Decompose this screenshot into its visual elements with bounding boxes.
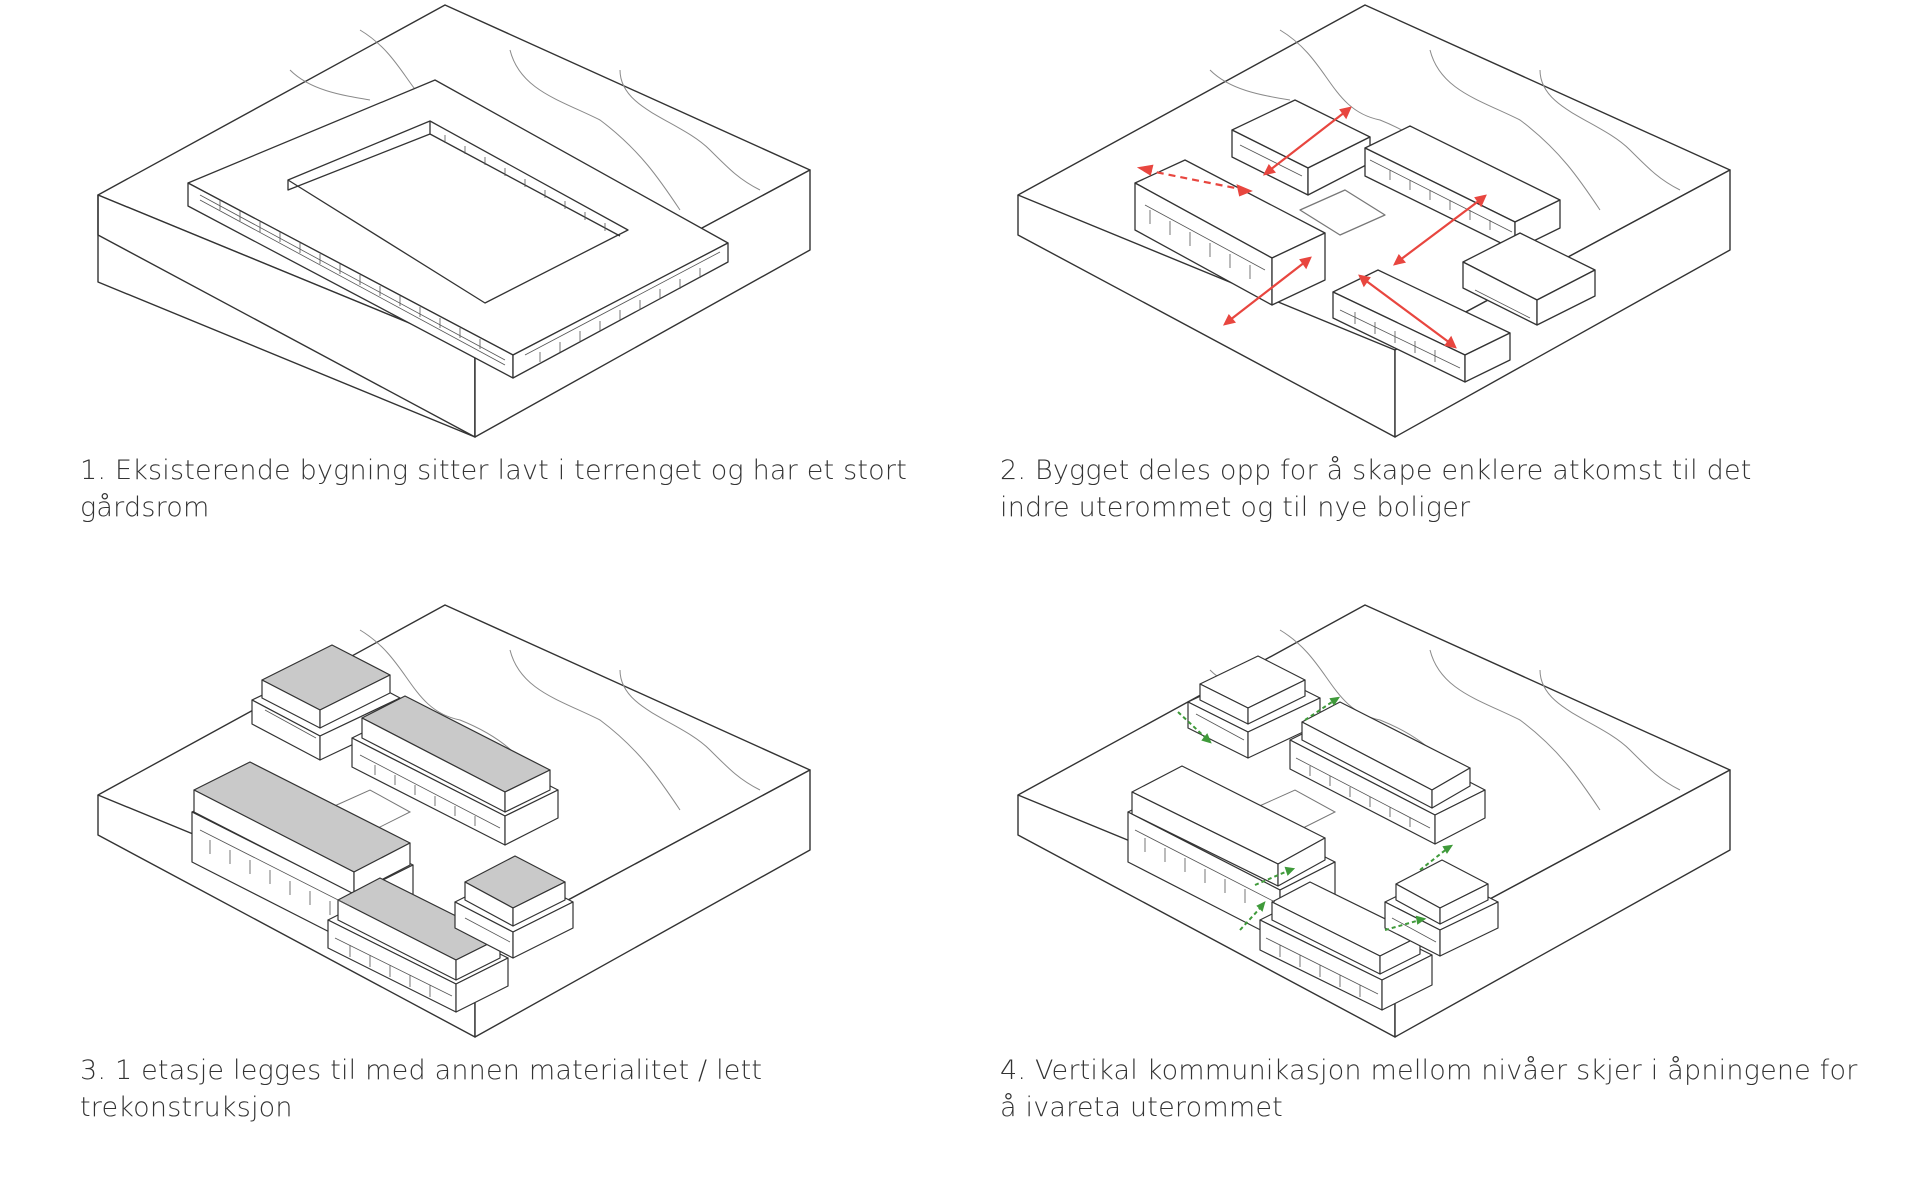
site-base — [1017, 4, 1731, 438]
diagram-existing-building — [97, 4, 811, 438]
diagram-added-storey — [97, 604, 811, 1038]
existing-courtyard-building — [187, 79, 729, 379]
block-east-long — [351, 695, 559, 846]
caption-line-2: å ivareta uterommet — [1000, 1092, 1283, 1123]
block-east-long — [1289, 701, 1486, 845]
split-building-blocks — [1134, 99, 1596, 383]
block-west — [1134, 159, 1326, 306]
facade-windows — [1134, 713, 1437, 997]
caption-line-2: indre uterommet og til nye boliger — [1000, 492, 1471, 523]
caption-line-1: 2. Bygget deles opp for å skape enklere … — [1000, 455, 1752, 486]
block-west — [1127, 765, 1336, 941]
diagram-split-building — [1017, 4, 1731, 438]
block-east-small — [454, 855, 574, 959]
block-north — [251, 644, 401, 761]
buildings-terraced — [1127, 655, 1499, 1011]
panel-3: 3. 1 etasje legges til med annen materia… — [80, 600, 980, 1190]
block-south — [1332, 269, 1511, 383]
panel-1: 1. Eksisterende bygning sitter lavt i te… — [80, 0, 980, 590]
access-arrows — [1136, 106, 1487, 349]
facade-windows — [1144, 144, 1531, 369]
caption-panel-2: 2. Bygget deles opp for å skape enklere … — [1000, 452, 1752, 526]
courtyard — [1299, 189, 1386, 236]
panel-4: 4. Vertikal kommunikasjon mellom nivåer … — [1000, 600, 1900, 1190]
caption-line-2: gårdsrom — [80, 492, 210, 523]
block-west — [191, 761, 414, 946]
facade-windows — [199, 135, 721, 366]
panel-2: 2. Bygget deles opp for å skape enklere … — [1000, 0, 1900, 590]
caption-panel-3: 3. 1 etasje legges til med annen materia… — [80, 1052, 762, 1126]
block-east-small — [1462, 232, 1596, 326]
caption-panel-4: 4. Vertikal kommunikasjon mellom nivåer … — [1000, 1052, 1858, 1126]
buildings-with-new-storey — [191, 644, 574, 1013]
block-north — [1187, 655, 1321, 759]
diagram-vertical-communication — [1017, 604, 1731, 1038]
vertical-circulation-arrows — [1177, 696, 1454, 931]
caption-line-1: 4. Vertikal kommunikasjon mellom nivåer … — [1000, 1055, 1858, 1086]
block-south — [1259, 881, 1433, 1011]
caption-panel-1: 1. Eksisterende bygning sitter lavt i te… — [80, 452, 907, 526]
caption-line-2: trekonstruksjon — [80, 1092, 293, 1123]
caption-line-1: 1. Eksisterende bygning sitter lavt i te… — [80, 455, 907, 486]
block-north — [1231, 99, 1371, 196]
facade-windows — [199, 709, 511, 997]
caption-line-1: 3. 1 etasje legges til med annen materia… — [80, 1055, 763, 1086]
